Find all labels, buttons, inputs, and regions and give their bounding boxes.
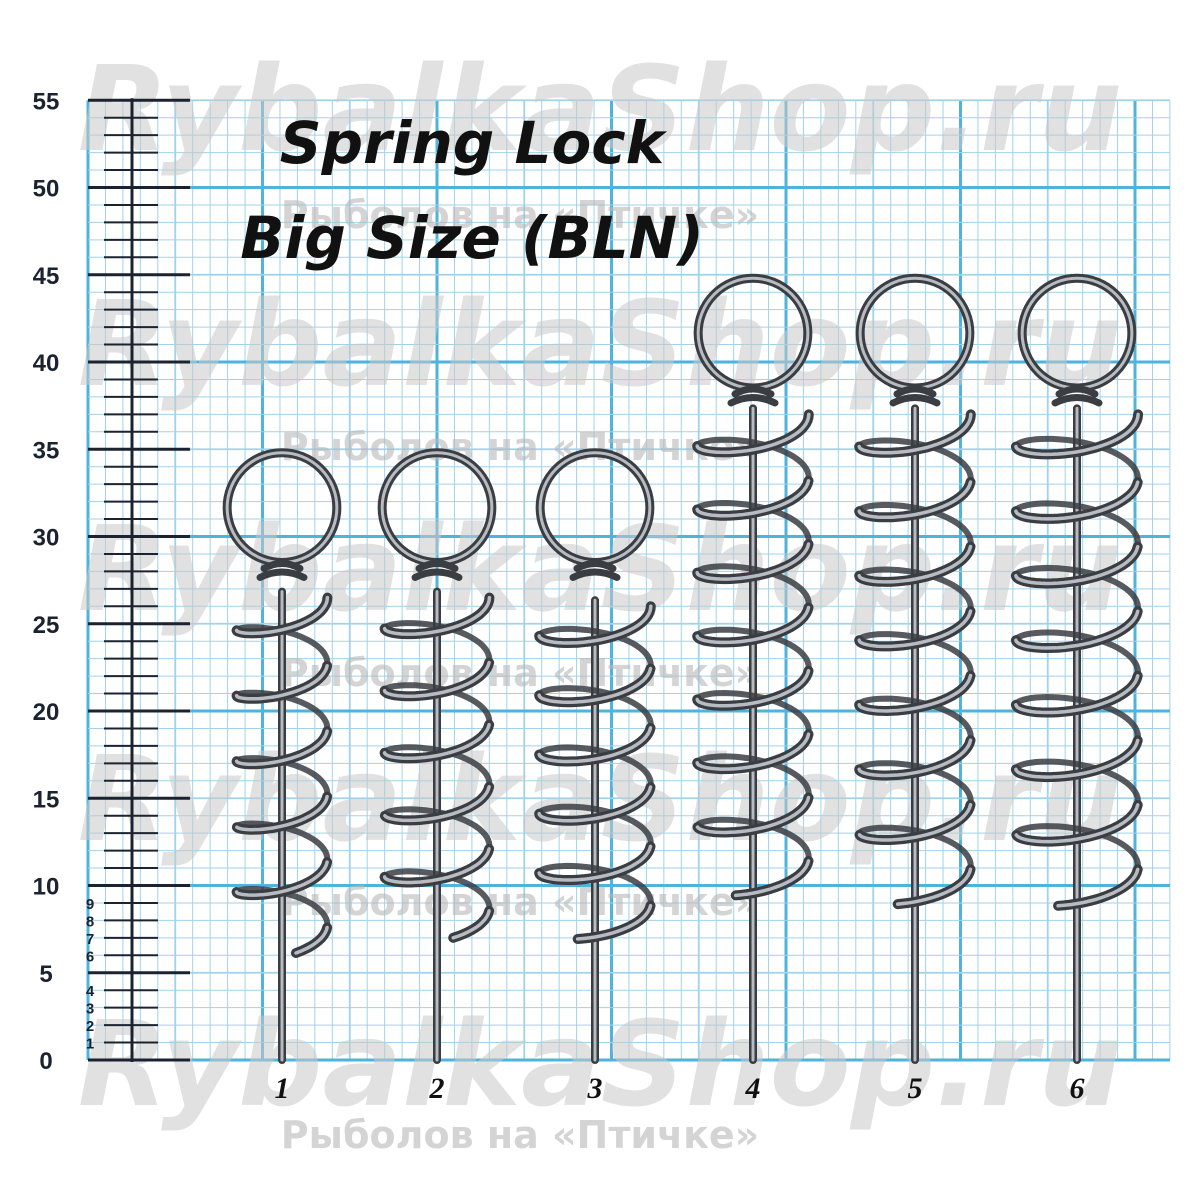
ruler-minor-label: 8: [86, 913, 94, 930]
ruler-label: 0: [39, 1048, 52, 1075]
watermark-tagline-text: Рыболов на «Птичке»: [281, 651, 759, 695]
ruler-label: 5: [39, 961, 52, 988]
spring-neck-wrap: [889, 385, 941, 407]
watermark-tagline-text: Рыболов на «Птичке»: [281, 1113, 759, 1157]
graph-paper-grid: [86, 99, 1171, 1062]
watermark-brand-text: RybalkaShop.ru: [78, 40, 1122, 178]
item-number-label: 1: [275, 1072, 290, 1105]
spring-coil-highlight: [1014, 412, 1140, 908]
ruler-label: 40: [33, 350, 60, 377]
watermark-tagline-text: Рыболов на «Птичке»: [281, 880, 759, 924]
ruler-minor-label: 6: [86, 948, 94, 965]
spring-neck-wrap: [1051, 385, 1103, 407]
ruler-minor-label: 2: [86, 1018, 94, 1035]
watermark-tagline-text: Рыболов на «Птичке»: [281, 193, 759, 237]
ruler-minor-label: 9: [86, 896, 94, 913]
spring-lock-6: 6: [1010, 273, 1144, 1105]
watermark-brand-text: RybalkaShop.ru: [78, 995, 1122, 1133]
spring-neck-wrap: [727, 385, 779, 407]
watermark-tagline-text: Рыболов на «Птичке»: [281, 425, 759, 469]
spring-coil-back: [536, 625, 654, 906]
spring-lock-5: 5: [854, 273, 976, 1105]
spring-coil-back: [856, 437, 974, 870]
ruler-label: 15: [33, 786, 60, 813]
spring-coil-highlight: [857, 412, 973, 906]
ruler-label: 30: [33, 525, 60, 552]
ruler-label: 35: [33, 437, 60, 464]
spring-lock-4: 4: [692, 273, 814, 1105]
item-number-label: 5: [908, 1072, 923, 1105]
spring-coil-highlight: [382, 595, 492, 940]
title-line-2: Big Size (BLN): [240, 204, 703, 272]
spring-coil-highlight: [537, 604, 653, 941]
item-number-label: 2: [429, 1072, 445, 1105]
title-line-1: Spring Lock: [280, 109, 668, 177]
spring-lock-3: 3: [534, 448, 656, 1105]
spring-neck-wrap: [411, 559, 463, 581]
watermark: RybalkaShop.ruRybalkaShop.ruRybalkaShop.…: [78, 40, 1122, 1157]
spring-neck-wrap: [569, 559, 621, 581]
spring-coil-back: [694, 436, 812, 861]
ruler-label: 25: [33, 612, 60, 639]
ruler-minor-label: 3: [86, 1001, 94, 1018]
spring-coil-highlight: [234, 595, 330, 955]
ruler-label: 20: [33, 699, 60, 726]
watermark-brand-text: RybalkaShop.ru: [78, 275, 1122, 413]
ruler-label: 10: [33, 874, 60, 901]
item-number-label: 4: [745, 1072, 761, 1105]
ruler-label: 55: [33, 88, 60, 115]
spring-coil-highlight: [695, 412, 811, 898]
spring-lock-1: 1: [222, 448, 342, 1105]
ruler-label: 45: [33, 263, 60, 290]
ruler-minor-label: 4: [86, 983, 95, 1000]
spring-locks: 1 2 3 4 5 6: [222, 273, 1144, 1105]
spring-coil-back: [1012, 435, 1142, 870]
item-number-label: 3: [587, 1072, 603, 1105]
ruler-minor-label: 1: [86, 1036, 94, 1053]
spring-lock-2: 2: [377, 448, 497, 1105]
ruler-label: 50: [33, 176, 60, 203]
item-number-label: 6: [1070, 1072, 1085, 1105]
spring-neck-wrap: [256, 559, 308, 581]
ruler-minor-label: 7: [86, 931, 94, 948]
